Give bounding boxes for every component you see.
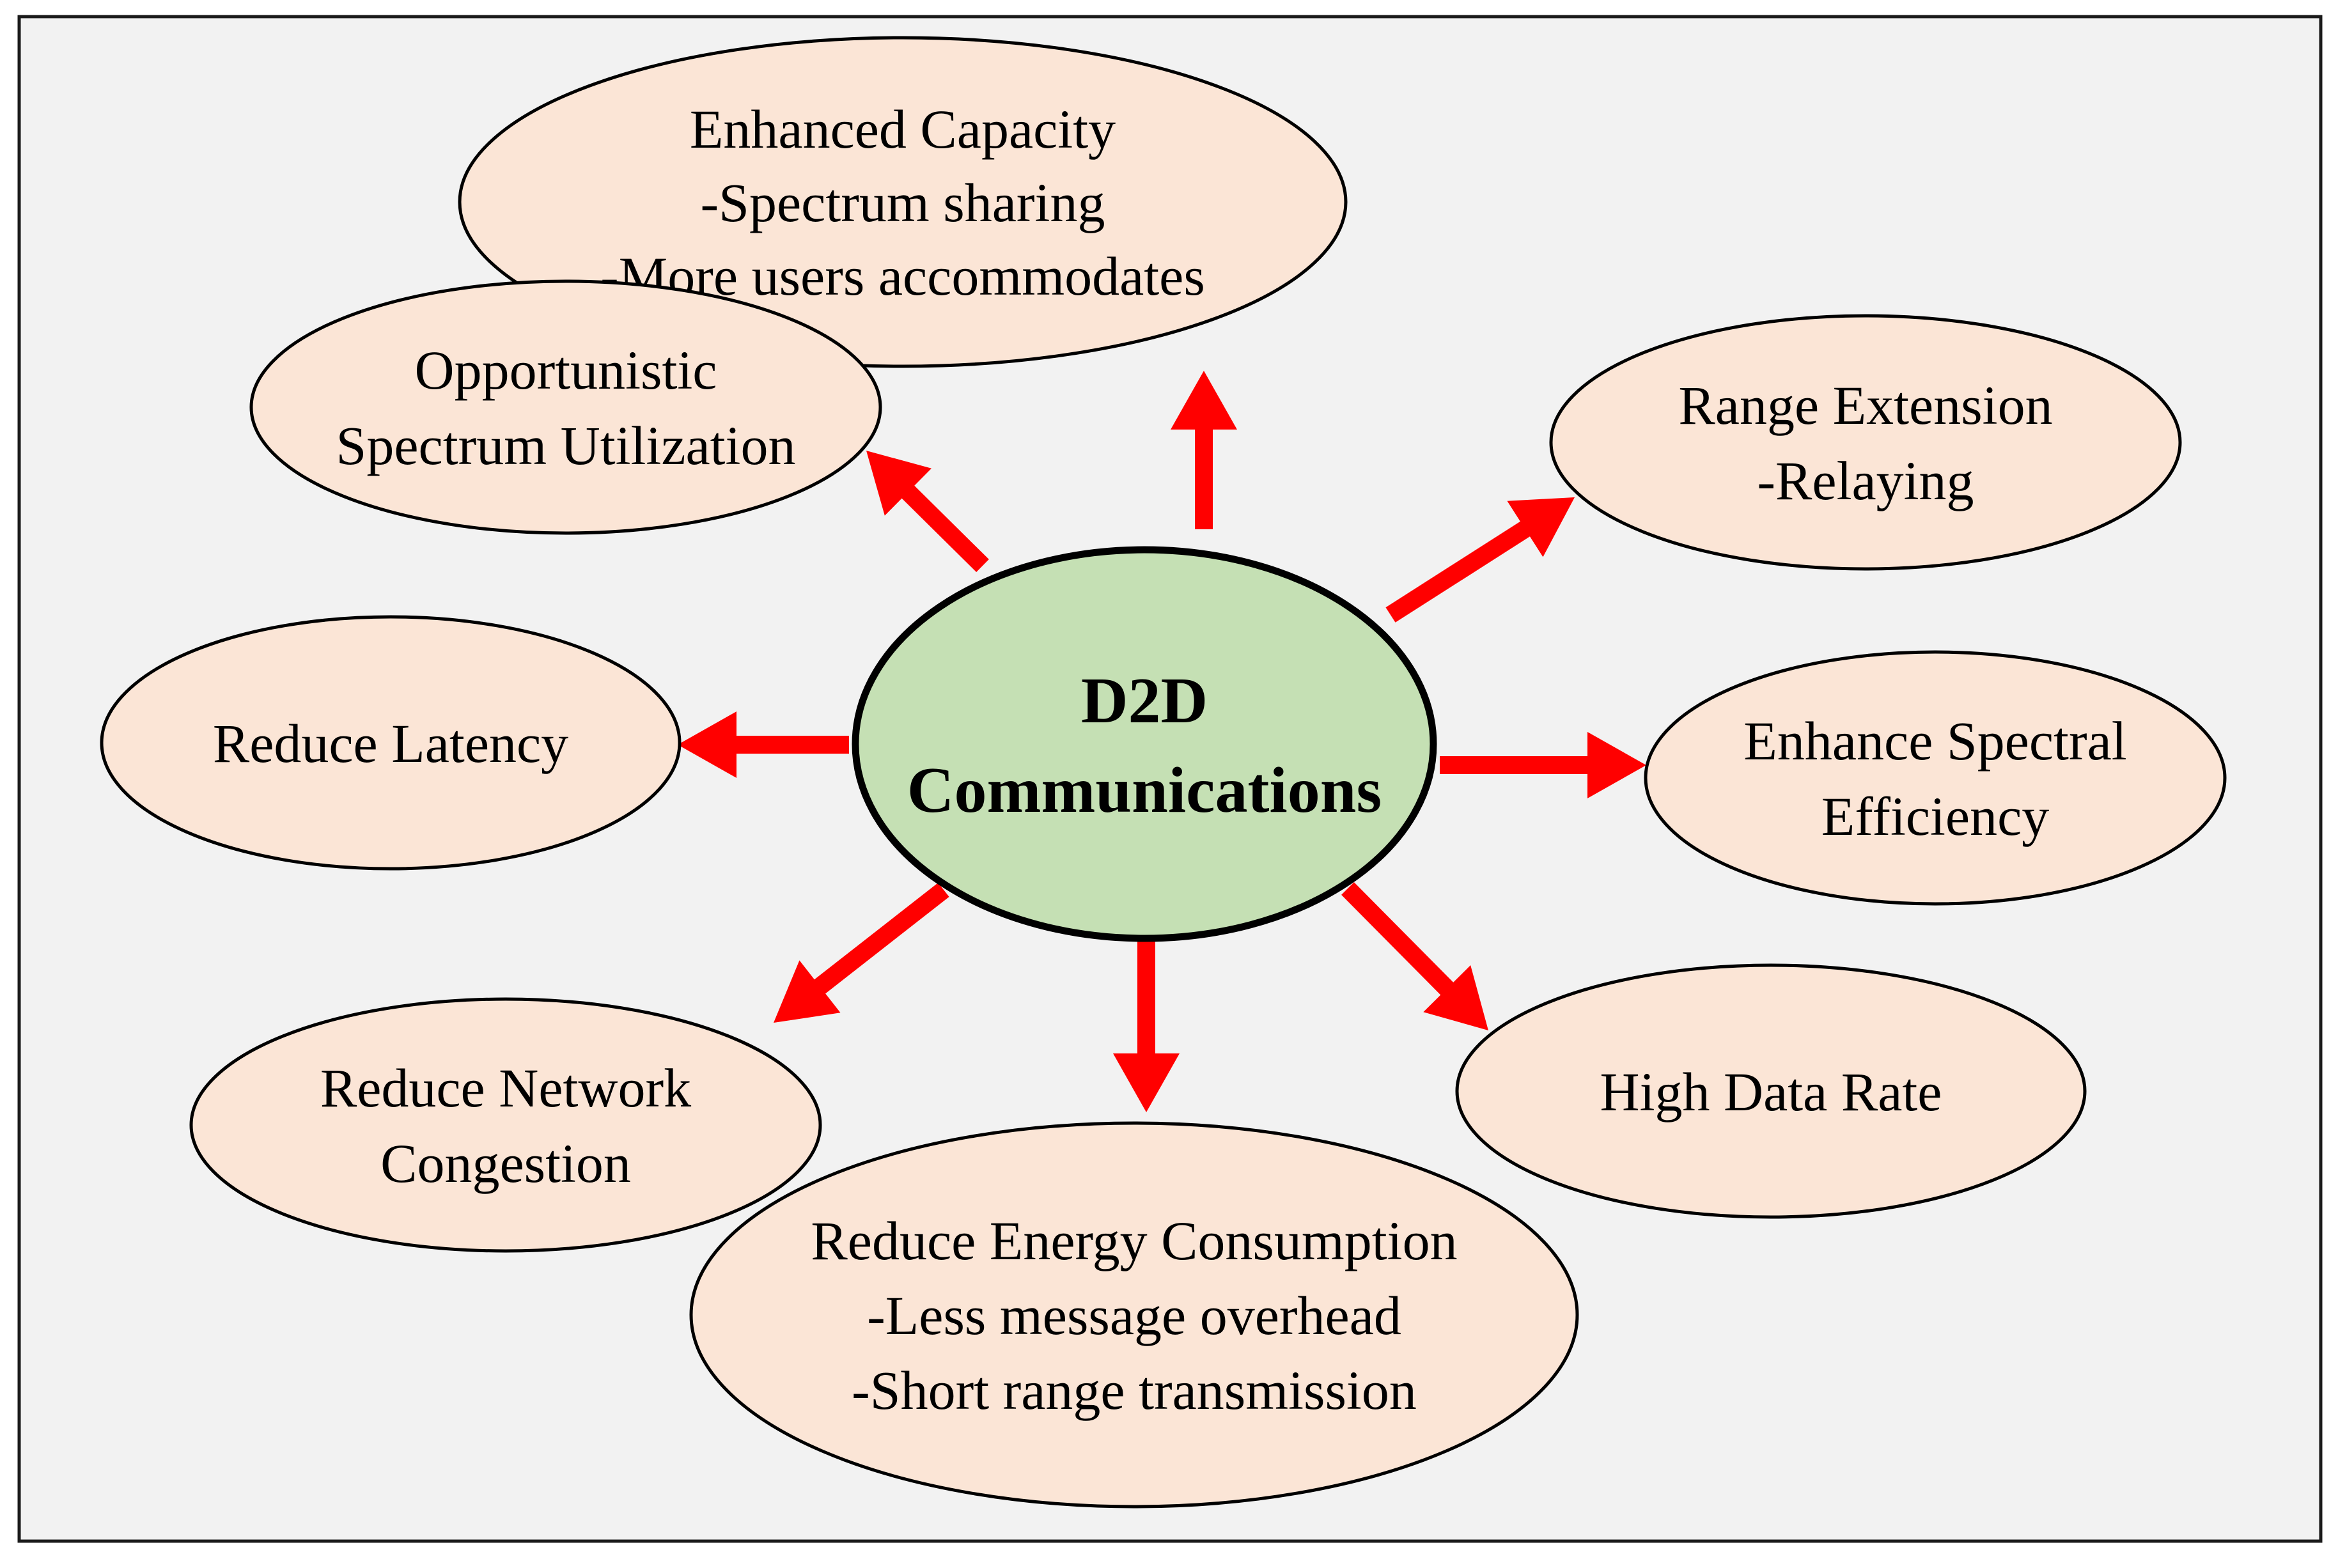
benefit-bubble [189,997,822,1253]
hub-label-line: Communications [907,754,1382,827]
benefit-label-line: -Less message overhead [867,1285,1401,1346]
benefit-high-data-rate: High Data Rate [1455,963,2087,1219]
hub-group: D2D Communications [852,546,1437,942]
benefit-bubble [1644,650,2227,906]
arrow-head [1113,1053,1180,1112]
arrow-to-enhanced-capacity [1171,371,1237,529]
benefit-bubble [249,279,882,535]
arrow-head [1171,371,1237,430]
benefit-label-line: -Relaying [1757,450,1974,511]
arrow-shaft [1385,520,1532,623]
benefit-label-line: Enhanced Capacity [690,98,1116,160]
benefit-label-line: Reduce Energy Consumption [811,1210,1457,1271]
benefit-reduce-latency: Reduce Latency [100,615,682,871]
arrow-to-reduce-energy-consumption [1113,930,1180,1112]
arrow-head [1507,497,1575,557]
benefit-range-extension: Range Extension -Relaying [1549,314,2182,571]
benefit-label-line: Reduce Network [320,1057,691,1119]
arrow-head [1423,965,1488,1030]
benefit-bubble [689,1121,1579,1509]
arrow-group [678,371,1646,1112]
benefit-label-line: Enhance Spectral [1743,710,2126,772]
arrow-to-reduce-network-congestion [774,882,949,1023]
arrow-shaft [900,483,989,572]
arrow-to-range-extension [1385,497,1575,623]
benefit-bubbles: Enhanced Capacity-Spectrum sharing-More … [100,36,2227,1509]
benefit-bubble [1455,963,2087,1219]
arrow-head [866,451,931,516]
arrow-shaft [812,882,949,995]
benefit-label-line: High Data Rate [1600,1061,1942,1122]
hub-label-line: D2D [1081,665,1208,737]
benefit-label-line: Spectrum Utilization [336,415,796,476]
benefit-label-line: Range Extension [1678,375,2052,436]
arrow-head [774,960,841,1023]
benefit-label-line: Reduce Latency [213,713,568,774]
arrow-head [678,711,736,778]
benefit-enhanced-capacity: Enhanced Capacity-Spectrum sharing-More … [458,36,1348,368]
benefit-reduce-energy-consumption: Reduce Energy Consumption -Less message o… [689,1121,1579,1509]
arrow-shaft [1341,882,1456,997]
benefit-label-line: -Spectrum sharing [701,172,1105,233]
arrow-to-opportunistic-spectrum [866,451,989,572]
benefit-bubble [1549,314,2182,571]
benefit-bubble [458,36,1348,368]
benefit-label-line: Congestion [380,1133,631,1194]
benefit-label-line: Opportunistic [415,339,717,401]
benefit-label-line: Efficiency [1821,786,2050,847]
benefit-label-line: -Short range transmission [852,1360,1417,1421]
arrow-to-high-data-rate [1341,882,1488,1030]
arrow-to-reduce-latency [678,711,849,778]
hub-ellipse [852,546,1437,942]
arrow-to-enhance-spectral-efficiency [1440,732,1646,798]
arrow-head [1587,732,1646,798]
benefit-bubble [100,615,682,871]
